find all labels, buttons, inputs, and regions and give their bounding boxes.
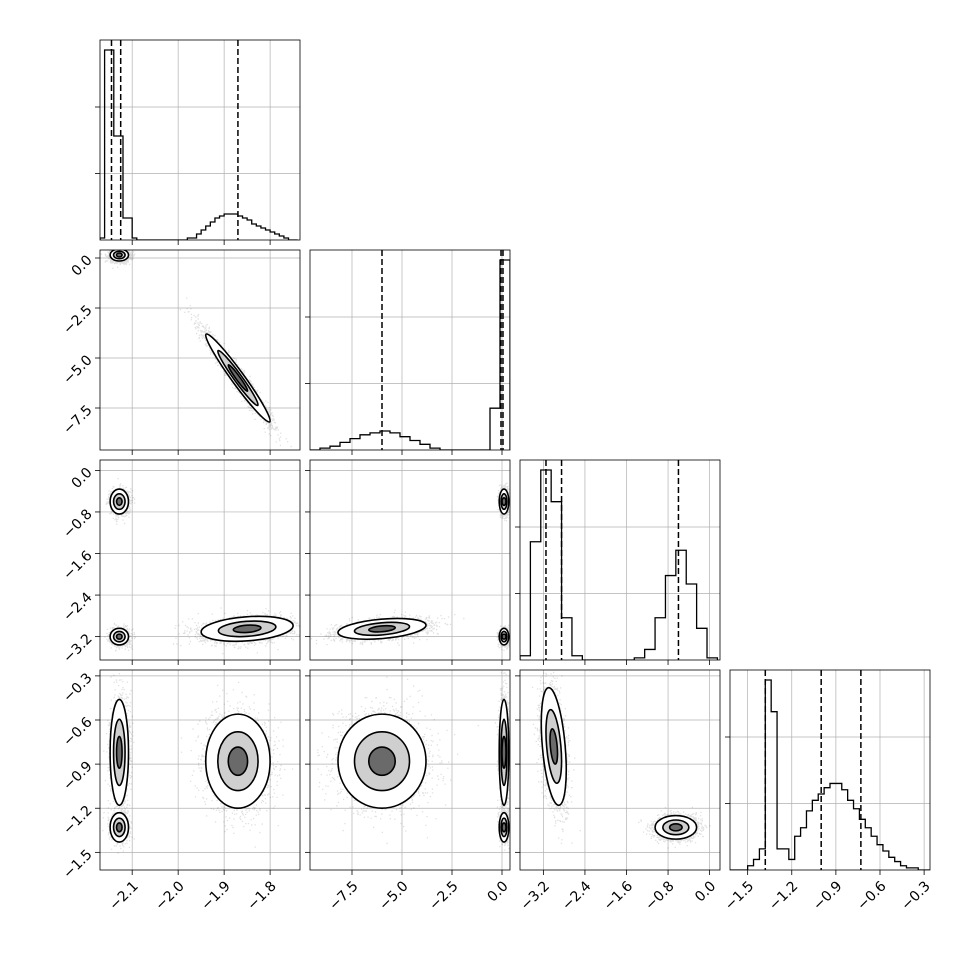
panel-border — [99, 39, 301, 241]
grid — [520, 670, 720, 870]
grid — [310, 250, 510, 450]
grid — [730, 670, 930, 870]
x-tick-label: −0.8 — [642, 878, 677, 913]
panel-body — [104, 478, 300, 655]
panel-scatter-0-1: −7.5 −5.0 −2.5 0.0 — [60, 249, 301, 455]
panel-hist-0 — [95, 39, 301, 245]
x-tick-label: −2.0 — [152, 878, 187, 913]
y-tick-label: −0.6 — [60, 714, 95, 749]
panel-body — [100, 250, 292, 448]
y-tick-label: −1.5 — [60, 847, 95, 882]
density-contour — [501, 633, 507, 640]
x-tick-label: −2.1 — [106, 878, 141, 913]
x-tick-label: −0.6 — [854, 878, 889, 913]
x-tick-label: −1.5 — [722, 878, 757, 913]
x-tick-label: −5.0 — [376, 878, 411, 913]
x-tick-label: −2.5 — [426, 878, 461, 913]
panel-body — [100, 40, 298, 240]
panel-scatter-1-3: −7.5 −5.0 −2.5 0.0 — [305, 669, 512, 914]
density-contour — [549, 728, 559, 765]
x-tick-label: −1.2 — [766, 878, 801, 913]
panel-body — [102, 673, 294, 854]
y-tick-label: −1.2 — [60, 803, 95, 838]
density-contour — [367, 624, 396, 633]
panel-border — [309, 249, 511, 451]
density-contour — [501, 822, 507, 833]
y-tick-label: 0.0 — [69, 252, 96, 279]
y-tick-label: −0.8 — [60, 506, 95, 541]
y-tick-label: −0.9 — [60, 758, 95, 793]
density-contour — [232, 624, 262, 634]
panel-hist-2 — [515, 459, 721, 665]
grid — [100, 40, 300, 240]
panel-body — [730, 670, 930, 870]
x-tick-label: 0.0 — [485, 878, 512, 905]
panel-scatter-1-2 — [305, 459, 511, 665]
panel-border — [729, 669, 931, 871]
density-contour — [501, 735, 507, 770]
y-tick-label: −5.0 — [60, 352, 95, 387]
x-tick-label: −3.2 — [518, 878, 553, 913]
panel-border — [519, 669, 721, 871]
x-tick-label: −1.6 — [601, 878, 636, 913]
y-tick-label: −2.5 — [60, 302, 95, 337]
panel-body — [531, 670, 711, 849]
y-tick-label: −1.6 — [60, 548, 95, 583]
panel-border — [99, 669, 301, 871]
x-tick-label: 0.0 — [692, 878, 719, 905]
x-tick-label: −2.4 — [559, 878, 594, 913]
panel-hist-1 — [305, 249, 511, 455]
panel-hist-3: −1.5 −1.2 −0.9 −0.6 −0.3 — [722, 669, 934, 914]
density-contour — [115, 497, 123, 507]
panel-border — [99, 459, 301, 661]
density-contour — [115, 633, 123, 640]
x-tick-label: −0.3 — [898, 878, 933, 913]
panel-body — [520, 460, 719, 660]
histogram-step — [520, 469, 719, 660]
panel-scatter-0-2: −3.2 −2.4 −1.6 −0.8 0.0 — [60, 459, 301, 666]
panel-border — [99, 249, 301, 451]
y-tick-label: −0.3 — [60, 670, 95, 705]
grid — [520, 460, 720, 660]
panel-scatter-2-3: −3.2−2.4−1.6−0.8 0.0 — [515, 669, 721, 914]
x-tick-label: −7.5 — [326, 878, 361, 913]
y-tick-label: −7.5 — [60, 402, 95, 437]
grid — [310, 460, 510, 660]
y-tick-label: 0.0 — [69, 465, 96, 492]
density-contour — [115, 822, 123, 833]
panel-border — [519, 459, 721, 661]
histogram-step — [730, 679, 930, 870]
density-contour — [227, 363, 249, 393]
density-contour — [668, 823, 683, 832]
x-tick-label: −1.8 — [244, 878, 279, 913]
panel-border — [309, 669, 511, 871]
panel-border — [309, 459, 511, 661]
density-contour — [115, 252, 123, 258]
y-tick-label: −3.2 — [60, 631, 95, 666]
panel-body — [310, 482, 510, 651]
panel-scatter-0-3: −2.1 −2.0 −1.9 −1.8 −1.5 −1.2 −0.9 −0.6 −0.3 — [60, 669, 301, 914]
density-contour — [227, 746, 249, 777]
x-tick-label: −0.9 — [810, 878, 845, 913]
density-contour — [368, 746, 397, 777]
y-tick-label: −2.4 — [60, 589, 95, 624]
panel-body — [317, 672, 510, 851]
x-tick-label: −1.9 — [198, 878, 233, 913]
panel-body — [310, 250, 510, 450]
histogram-step — [100, 49, 298, 240]
histogram-step — [310, 259, 510, 450]
grid — [100, 670, 300, 870]
density-contour — [501, 497, 507, 507]
scatter-points — [310, 482, 510, 651]
density-contour — [115, 735, 123, 770]
